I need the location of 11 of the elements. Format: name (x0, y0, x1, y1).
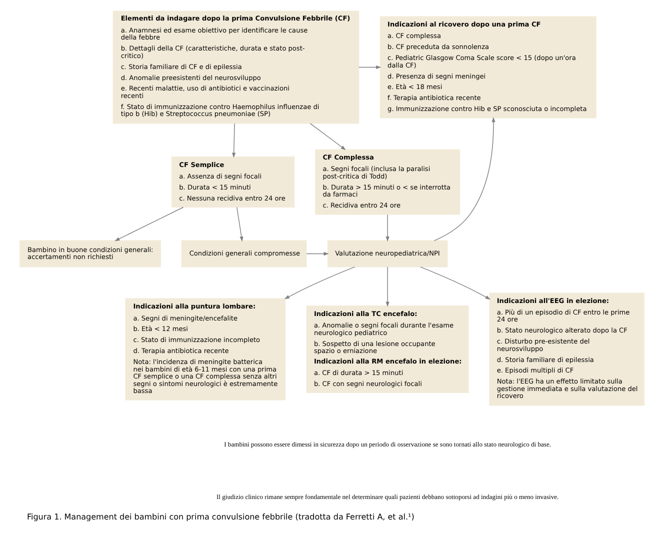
arrow (236, 206, 243, 242)
arrow (309, 123, 346, 150)
arrow (306, 252, 328, 256)
arrow (385, 214, 389, 242)
arrow (232, 123, 236, 158)
arrow (385, 266, 389, 307)
arrow (114, 206, 184, 242)
arrow (284, 266, 355, 300)
arrow (433, 117, 495, 242)
arrow (358, 65, 381, 70)
arrow (420, 266, 490, 300)
